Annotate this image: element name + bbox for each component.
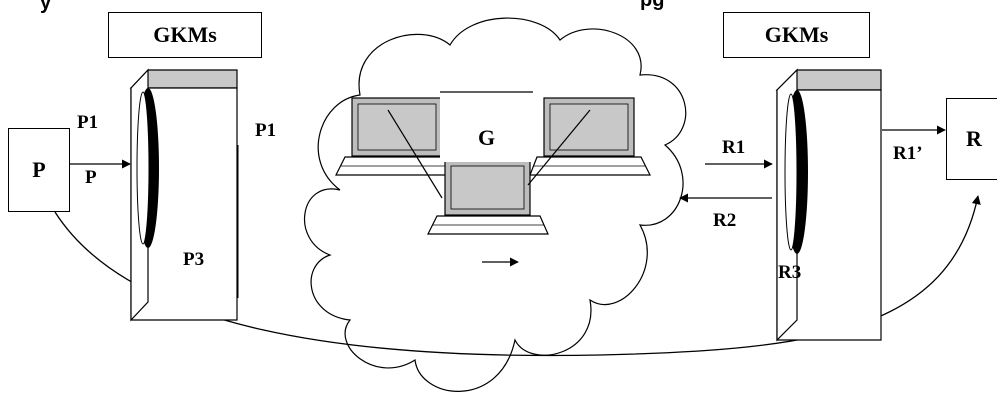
title-fragment-right: pg	[640, 0, 665, 11]
group-box	[440, 92, 533, 162]
right-gkms-box: GKMs	[723, 12, 870, 58]
label-r1-prime: R1’	[893, 143, 923, 164]
right-gkm-server	[775, 68, 882, 342]
label-p-input: P	[85, 167, 97, 188]
label-p1-input: P1	[77, 112, 99, 133]
group-label: G	[478, 125, 496, 150]
link-right-bottom	[527, 109, 591, 186]
label-r2: R2	[713, 210, 737, 231]
laptop-left	[335, 97, 456, 176]
label-r3: R3	[778, 262, 802, 283]
label-r1: R1	[722, 137, 746, 158]
link-left-bottom	[387, 109, 443, 199]
title-fragment-left: y	[40, 0, 52, 14]
left-gkm-server	[129, 68, 238, 322]
receiver-box: R	[946, 98, 997, 180]
laptop-bottom	[427, 159, 549, 235]
label-p1-output: P1	[255, 120, 277, 141]
label-p3: P3	[183, 249, 205, 270]
sender-box: P	[8, 128, 70, 212]
left-gkms-box: GKMs	[108, 12, 262, 58]
laptop-right	[529, 97, 651, 176]
